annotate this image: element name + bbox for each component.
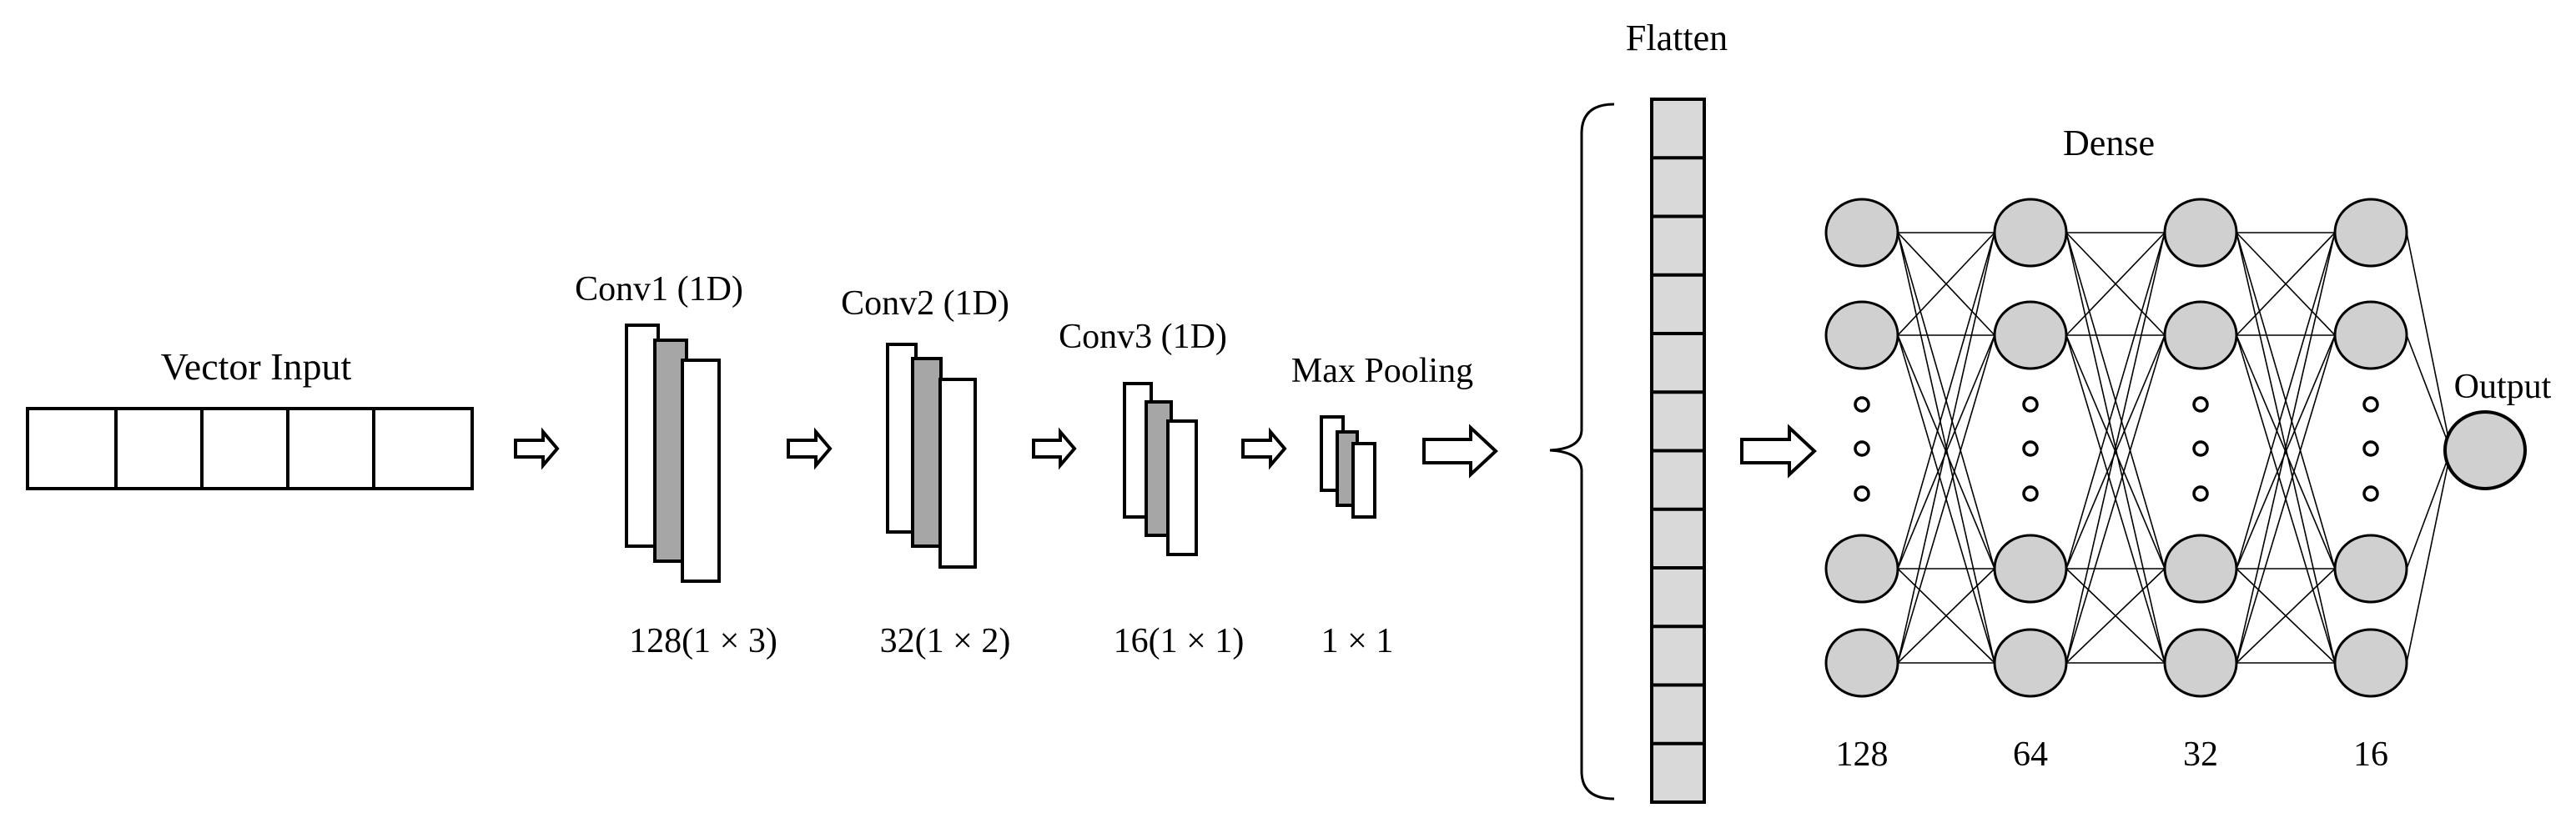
conv3-block: Conv3 (1D) 16(1 × 1)	[1059, 318, 1244, 660]
output-connection	[2406, 449, 2452, 664]
arrow-icon	[787, 427, 833, 470]
conv3-label: Conv3 (1D)	[1059, 318, 1227, 356]
dense-nodes	[1824, 198, 2408, 698]
conv2-filter	[938, 378, 977, 569]
dense-node	[2163, 534, 2238, 604]
dense-node	[2333, 198, 2408, 268]
vector-input-label: Vector Input	[161, 345, 352, 388]
ellipsis-dot	[2192, 440, 2209, 457]
arrow-icon	[1241, 427, 1287, 470]
max-pooling-label: Max Pooling	[1291, 352, 1473, 390]
dense-node	[2163, 300, 2238, 370]
dense-connection	[2065, 232, 2166, 664]
conv1-filter	[625, 324, 660, 548]
dense-unit-count: 16	[2353, 735, 2388, 774]
dense-connection	[2065, 568, 2166, 664]
dense-connection	[2236, 232, 2336, 336]
arrow-icon	[1422, 424, 1498, 479]
dense-node	[1993, 198, 2068, 268]
dense-unit-count: 32	[2183, 735, 2218, 774]
dense-unit-labels: 128 64 32 16	[1836, 735, 2389, 774]
dense-connection	[2236, 232, 2336, 664]
vector-input-box	[26, 407, 474, 490]
conv3-dims: 16(1 × 1)	[1114, 622, 1245, 660]
dense-node	[1824, 628, 1899, 698]
conv2-filter	[911, 357, 943, 548]
dense-node	[1993, 300, 2068, 370]
dense-connection	[2236, 232, 2336, 570]
dense-unit-count: 64	[2013, 735, 2048, 774]
conv1-dims: 128(1 × 3)	[629, 622, 777, 660]
arrow-icon	[1740, 424, 1817, 479]
conv1-label: Conv1 (1D)	[575, 270, 743, 309]
dense-connection	[1897, 334, 1995, 664]
dense-unit-count: 128	[1836, 735, 1889, 774]
output-connection	[2406, 334, 2452, 451]
dense-node	[2333, 628, 2408, 698]
dense-node	[1993, 628, 2068, 698]
dense-node	[2163, 198, 2238, 268]
dense-connection	[1897, 568, 1995, 664]
dense-connection	[2065, 232, 2166, 336]
output-node	[2443, 410, 2527, 490]
dense-connection	[2236, 334, 2336, 664]
max-pooling-block: Max Pooling 1 × 1	[1291, 352, 1473, 660]
flatten-block: Flatten	[1549, 18, 1728, 804]
dense-node	[1824, 198, 1899, 268]
output-label: Output	[2454, 368, 2552, 406]
ellipsis-dot	[2192, 485, 2209, 502]
ellipsis-dot	[2362, 485, 2379, 502]
ellipsis-dot	[2022, 396, 2039, 413]
dense-node	[2333, 300, 2408, 370]
dense-connection	[2065, 334, 2166, 570]
flatten-label: Flatten	[1626, 18, 1728, 58]
ellipsis-dot	[1854, 485, 1870, 502]
vector-input: Vector Input	[26, 345, 474, 490]
conv1-filter	[681, 359, 721, 583]
max-pooling-dims: 1 × 1	[1321, 622, 1394, 660]
flatten-brace	[1549, 103, 1615, 800]
arrow-icon	[1032, 427, 1077, 470]
dense-node	[1993, 534, 2068, 604]
ellipsis-dot	[2022, 440, 2039, 457]
output-connection	[2406, 449, 2452, 570]
dense-label: Dense	[2063, 123, 2155, 163]
dense-block: Dense 128 64 32 16 Output	[1824, 123, 2552, 774]
dense-connection	[2065, 232, 2166, 570]
dense-connections	[1897, 232, 2452, 664]
ellipsis-dot	[2022, 485, 2039, 502]
conv2-block: Conv2 (1D) 32(1 × 2)	[841, 284, 1010, 660]
flow-arrows	[514, 424, 1817, 479]
dense-node	[1824, 534, 1899, 604]
dense-node	[2163, 628, 2238, 698]
conv1-block: Conv1 (1D) 128(1 × 3)	[575, 270, 777, 660]
conv2-dims: 32(1 × 2)	[880, 622, 1011, 660]
flatten-column	[1650, 98, 1706, 804]
dense-connection	[2236, 334, 2336, 570]
dense-node	[1824, 300, 1899, 370]
ellipsis-dot	[2192, 396, 2209, 413]
ellipsis-dot	[1854, 440, 1870, 457]
dense-connection	[1897, 232, 1995, 336]
dense-connection	[1897, 334, 1995, 570]
dense-connection	[2065, 334, 2166, 664]
conv3-filter	[1166, 419, 1198, 556]
dense-connection	[2236, 568, 2336, 664]
ellipsis-dot	[1854, 396, 1870, 413]
conv2-label: Conv2 (1D)	[841, 284, 1009, 323]
ellipsis-dot	[2362, 396, 2379, 413]
dense-connection	[1897, 232, 1995, 570]
ellipsis-dot	[2362, 440, 2379, 457]
dense-node	[2333, 534, 2408, 604]
dense-connection	[1897, 232, 1995, 664]
max-pooling-filter	[1351, 442, 1376, 519]
arrow-icon	[514, 427, 560, 470]
output-connection	[2406, 232, 2452, 451]
